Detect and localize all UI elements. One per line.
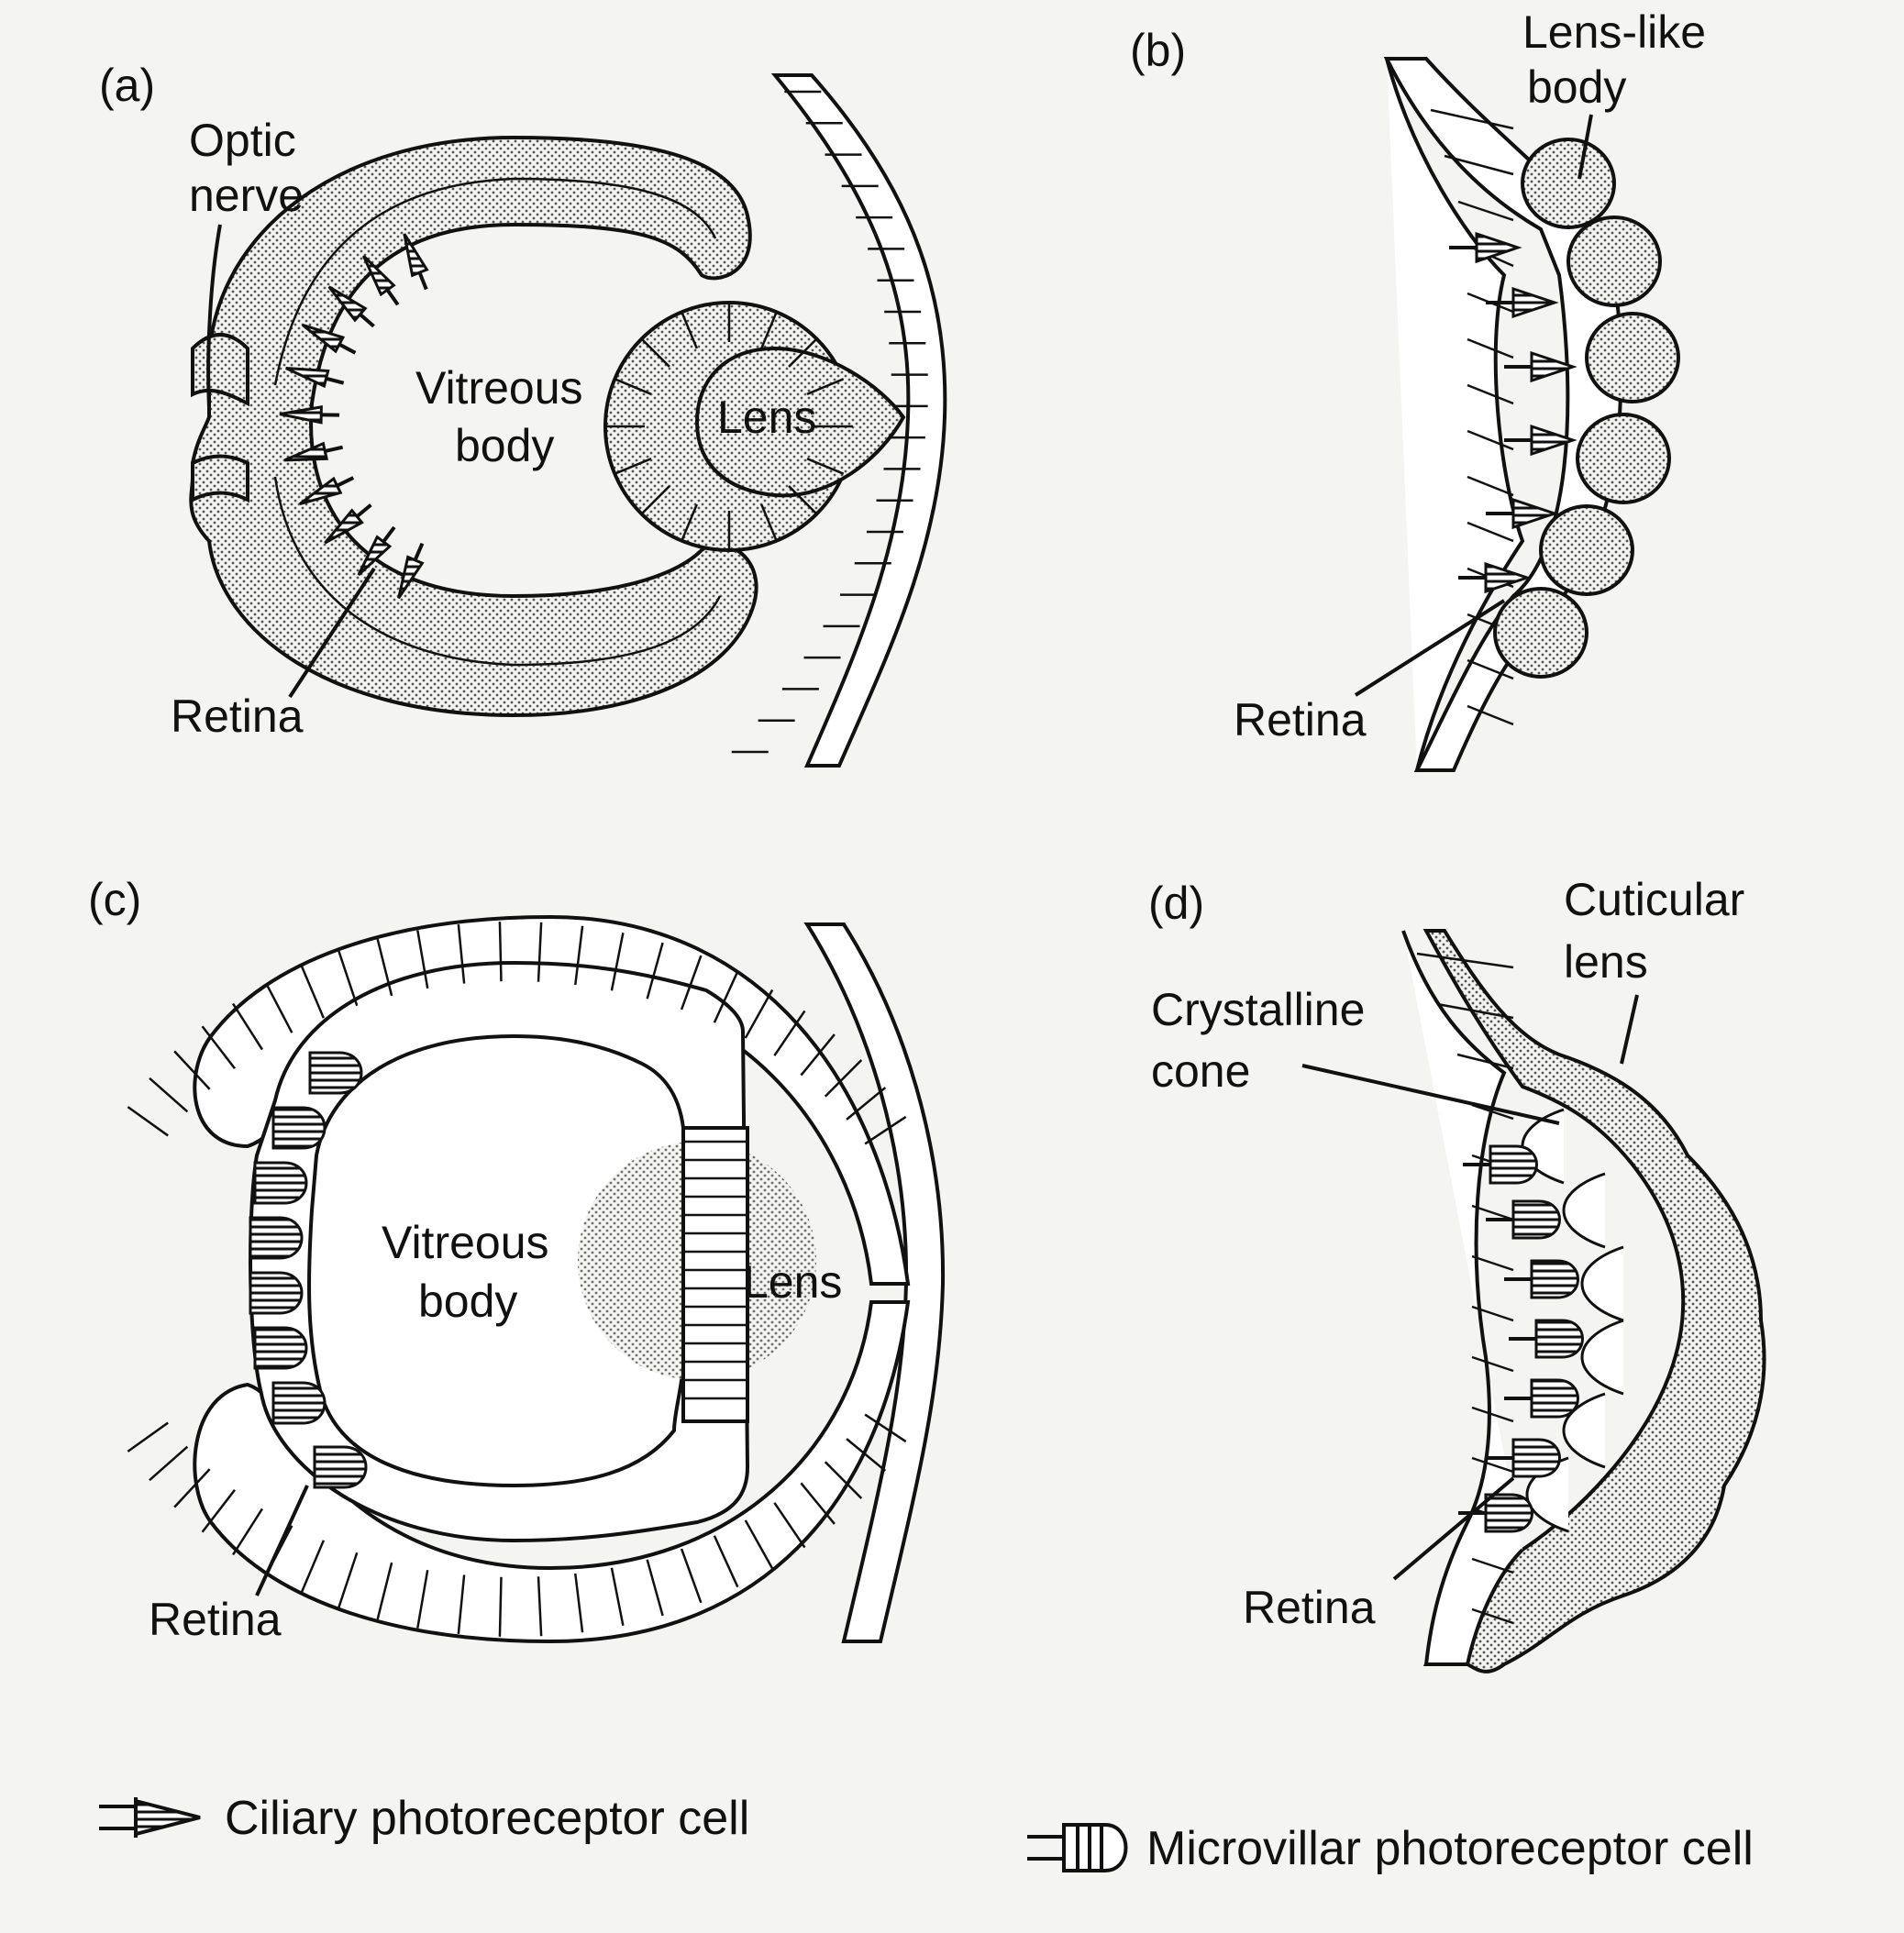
panel-c-vitreous-label-2: body xyxy=(418,1276,517,1327)
panel-a-optic-cup xyxy=(189,135,758,718)
panel-a-lens xyxy=(694,346,906,498)
panel-d: (d) Cuticular lens Crystalline cone Reti… xyxy=(1148,874,1766,1673)
panel-a-optic-nerve-label-1: Optic xyxy=(189,115,296,166)
panel-b-lens-like-label-1: Lens-like xyxy=(1522,6,1706,58)
legend-microvillar-label: Microvillar photoreceptor cell xyxy=(1146,1822,1754,1875)
microvillar-photoreceptor-cell xyxy=(1511,1199,1561,1240)
microvillar-photoreceptor-cell xyxy=(1530,1378,1579,1419)
panel-b-tag: (b) xyxy=(1130,25,1186,76)
panel-c-retina-cells xyxy=(249,1051,368,1489)
panel-d-cuticular-lens xyxy=(1422,929,1766,1673)
panel-a-tag: (a) xyxy=(99,60,155,111)
panel-a-retina-label: Retina xyxy=(171,690,304,742)
panel-a-lens-label: Lens xyxy=(717,392,816,443)
panel-a-optic-nerve-label-2: nerve xyxy=(189,170,304,221)
panel-c-vitreous-label-1: Vitreous xyxy=(382,1217,549,1268)
microvillar-photoreceptor-cell xyxy=(271,1381,327,1425)
panel-d-cuticular-label-2: lens xyxy=(1564,936,1648,988)
panel-a-retina-cells xyxy=(279,233,429,600)
panel-d-retina-label: Retina xyxy=(1243,1582,1376,1633)
lens-like-body xyxy=(1539,504,1634,596)
panel-b-lens-like-label-2: body xyxy=(1527,61,1626,113)
panel-a-epidermis xyxy=(731,73,947,768)
panel-d-crystalline-cones xyxy=(1521,1108,1624,1533)
microvillar-photoreceptor-icon xyxy=(1027,1823,1128,1872)
ciliary-photoreceptor-cell xyxy=(1475,231,1522,264)
panel-b-retina-cells xyxy=(1449,231,1577,594)
crystalline-cone xyxy=(1580,1245,1624,1322)
microvillar-photoreceptor-cell xyxy=(313,1445,368,1489)
lens-like-body xyxy=(1493,587,1589,679)
microvillar-photoreceptor-cell xyxy=(249,1271,304,1315)
lens-like-body xyxy=(1521,138,1616,229)
microvillar-photoreceptor-cell xyxy=(1489,1144,1538,1185)
panel-b: (b) Lens-like body Retina xyxy=(1130,6,1706,772)
panel-c-lens-label: Lens xyxy=(743,1256,842,1308)
legend-ciliary-label: Ciliary photoreceptor cell xyxy=(225,1792,749,1845)
microvillar-photoreceptor-cell xyxy=(253,1326,308,1370)
panel-d-tag: (d) xyxy=(1148,878,1204,929)
microvillar-photoreceptor-cell xyxy=(1530,1259,1579,1299)
panel-c-tag: (c) xyxy=(88,874,141,925)
lens-like-body xyxy=(1576,413,1671,504)
panel-d-crystalline-label-1: Crystalline xyxy=(1151,984,1365,1035)
microvillar-photoreceptor-cell xyxy=(271,1106,327,1150)
ciliary-photoreceptor-icon xyxy=(99,1797,201,1838)
panel-c-retina-label: Retina xyxy=(149,1594,282,1645)
microvillar-photoreceptor-cell xyxy=(308,1051,363,1095)
panel-d-crystalline-label-2: cone xyxy=(1151,1045,1250,1097)
panel-a-vitreous-label-1: Vitreous xyxy=(415,362,583,414)
panel-b-lens-like-bodies xyxy=(1493,138,1680,679)
microvillar-photoreceptor-cell xyxy=(249,1216,304,1260)
panel-c: (c) Vitreous body Lens Retina xyxy=(88,874,946,1645)
microvillar-photoreceptor-cell xyxy=(253,1161,308,1205)
microvillar-photoreceptor-cell xyxy=(1484,1493,1533,1533)
lens-like-body xyxy=(1566,215,1662,307)
microvillar-photoreceptor-cell xyxy=(1511,1438,1561,1478)
crystalline-cone xyxy=(1562,1172,1606,1249)
panel-d-retina-cells xyxy=(1458,1144,1584,1533)
panel-a-vitreous-label-2: body xyxy=(455,420,554,471)
legend: Ciliary photoreceptor cell Microvillar p… xyxy=(99,1792,1754,1875)
panel-a: (a) Optic nerve Vitreous body Lens Retin… xyxy=(99,60,947,768)
panel-b-retina-label: Retina xyxy=(1234,694,1367,746)
ciliary-photoreceptor-cell xyxy=(1511,286,1559,319)
microvillar-photoreceptor-cell xyxy=(1534,1319,1584,1359)
lens-like-body xyxy=(1585,312,1680,403)
panel-d-cuticular-label-1: Cuticular xyxy=(1564,874,1744,925)
crystalline-cone xyxy=(1580,1319,1624,1396)
crystalline-cone xyxy=(1562,1392,1606,1469)
